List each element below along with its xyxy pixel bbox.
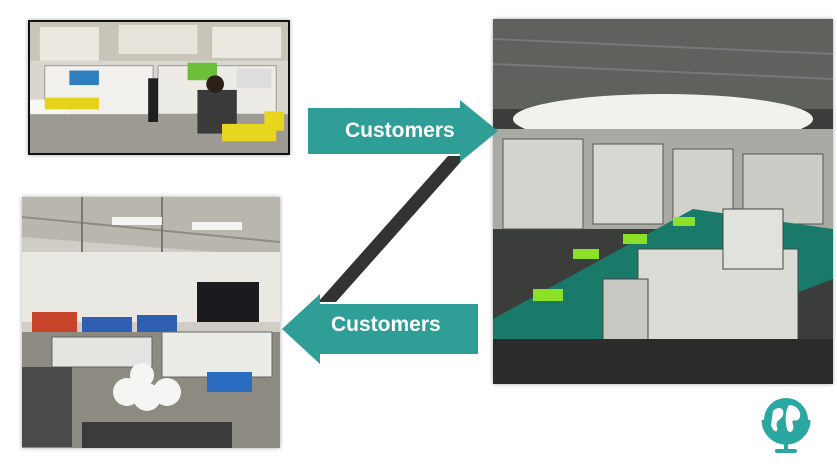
customers-label-left: Customers (331, 313, 441, 336)
factory-workers-photo (28, 20, 290, 155)
production-line-photo (493, 19, 833, 384)
customers-arrow-right: Customers (308, 100, 498, 162)
customers-arrow-left: Customers (282, 294, 478, 364)
customers-label-right: Customers (345, 119, 455, 142)
warehouse-machines-photo (22, 197, 280, 448)
globe-icon (755, 393, 817, 457)
